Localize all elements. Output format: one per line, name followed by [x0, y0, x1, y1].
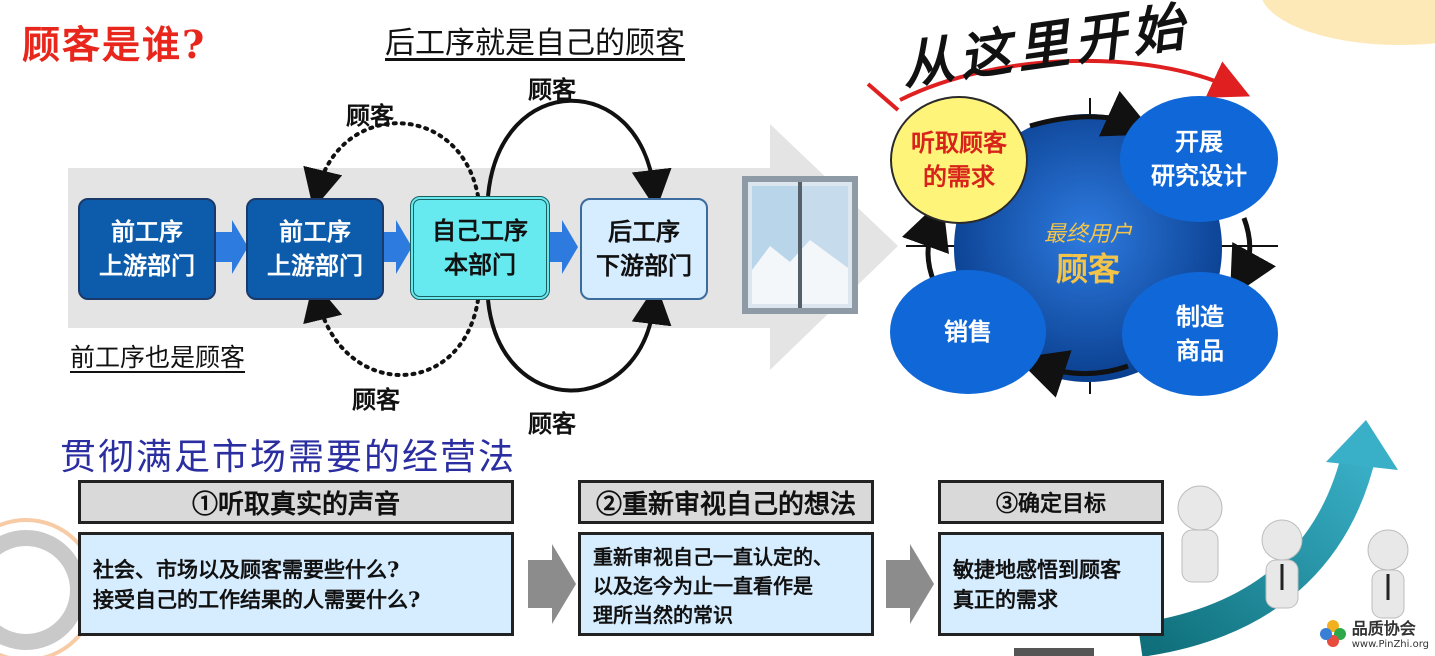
cycle-arrow-bottom — [1016, 350, 1129, 398]
step-3-line1: 敏捷地感悟到顾客 — [953, 557, 1121, 582]
center-label-customer: 顾客 — [1055, 250, 1120, 288]
banner-tick — [866, 82, 900, 112]
step-2-line3: 理所当然的常识 — [593, 603, 733, 627]
step-arrow-1 — [528, 544, 576, 624]
step-3-line2: 真正的需求 — [953, 587, 1058, 612]
step-1-header: ①听取真实的声音 — [78, 480, 514, 524]
banner-arc — [899, 58, 1251, 102]
cycle-arrow-left — [901, 198, 949, 283]
cycle-manufacture-line1: 制造 — [1176, 302, 1224, 331]
section-title: 贯彻满足市场需要的经营法 — [60, 437, 517, 478]
step-arrow-2 — [886, 544, 934, 624]
chevron-2 — [382, 220, 412, 274]
step-3-header: ③确定目标 — [938, 480, 1164, 524]
arc-label-top-dotted: 顾客 — [346, 101, 394, 130]
cycle-sales-label: 销售 — [944, 317, 992, 346]
cycle-research-line2: 研究设计 — [1151, 161, 1247, 190]
cycle-listen-line1: 听取顾客 — [911, 128, 1007, 157]
cycle-listen-circle: 听取顾客 的需求 — [890, 96, 1028, 224]
watermark-url: www.PinZhi.org — [1351, 639, 1429, 650]
process-box-line2: 下游部门 — [596, 251, 692, 280]
dotted-arc-top — [303, 121, 480, 210]
process-box-upstream-1: 前工序 上游部门 — [78, 198, 216, 300]
process-box-upstream-2: 前工序 上游部门 — [246, 198, 384, 300]
step-2-content: 重新审视自己一直认定的、 以及迄今为止一直看作是 理所当然的常识 — [578, 532, 874, 636]
growth-illustration — [1137, 420, 1409, 656]
process-box-line2: 上游部门 — [99, 251, 195, 280]
step-1-line2: 接受自己的工作结果的人需要什么? — [93, 587, 421, 612]
step-2-line2: 以及迄今为止一直看作是 — [593, 574, 813, 598]
window-photo — [742, 176, 858, 314]
arc-label-top-solid: 顾客 — [528, 75, 576, 104]
cycle-research-line1: 开展 — [1175, 127, 1223, 156]
cycle-listen-line2: 的需求 — [923, 162, 995, 191]
diagram-subtitle: 后工序就是自己的顾客 — [385, 26, 685, 61]
process-box-line1: 前工序 — [279, 217, 351, 246]
solid-arc-bottom — [486, 284, 672, 393]
arc-label-bottom-solid: 顾客 — [528, 409, 576, 438]
step-3-content: 敏捷地感悟到顾客 真正的需求 — [938, 532, 1164, 636]
process-box-line1: 后工序 — [608, 217, 680, 246]
cycle-research-circle: 开展 研究设计 — [1120, 96, 1278, 222]
page-title: 顾客是谁? — [22, 22, 207, 67]
process-box-downstream: 后工序 下游部门 — [580, 198, 708, 300]
center-label-end-user: 最终用户 — [1043, 222, 1132, 247]
cycle-arrow-top — [1029, 90, 1155, 137]
step-1-content: 社会、市场以及顾客需要些什么? 接受自己的工作结果的人需要什么? — [78, 532, 514, 636]
process-box-line1: 自己工序 — [432, 216, 528, 245]
corner-decoration — [1262, 0, 1435, 45]
solid-arc-top — [486, 98, 672, 210]
process-box-line1: 前工序 — [111, 217, 183, 246]
ring-decoration — [0, 530, 86, 650]
chevron-3 — [548, 220, 578, 274]
watermark-name: 品质协会 — [1351, 619, 1416, 638]
cycle-manufacture-line2: 商品 — [1176, 336, 1224, 365]
cycle-arrow-right — [1229, 217, 1276, 298]
dotted-arc-bottom — [303, 280, 480, 377]
cycle-sales-circle: 销售 — [890, 270, 1046, 394]
chevron-1 — [214, 220, 248, 274]
logo-flower-icon — [1319, 619, 1346, 647]
watermark: 品质协会 www.PinZhi.org — [1318, 615, 1429, 650]
process-box-own: 自己工序 本部门 — [410, 196, 550, 300]
process-box-line2: 上游部门 — [267, 251, 363, 280]
step-2-line1: 重新审视自己一直认定的、 — [593, 545, 833, 569]
left-note: 前工序也是顾客 — [70, 343, 246, 372]
step-2-header: ②重新审视自己的想法 — [578, 480, 874, 524]
process-box-line2: 本部门 — [444, 250, 516, 279]
cycle-manufacture-circle: 制造 商品 — [1122, 272, 1278, 396]
step-1-line1: 社会、市场以及顾客需要些什么? — [93, 557, 400, 582]
arc-label-bottom-dotted: 顾客 — [352, 385, 400, 414]
